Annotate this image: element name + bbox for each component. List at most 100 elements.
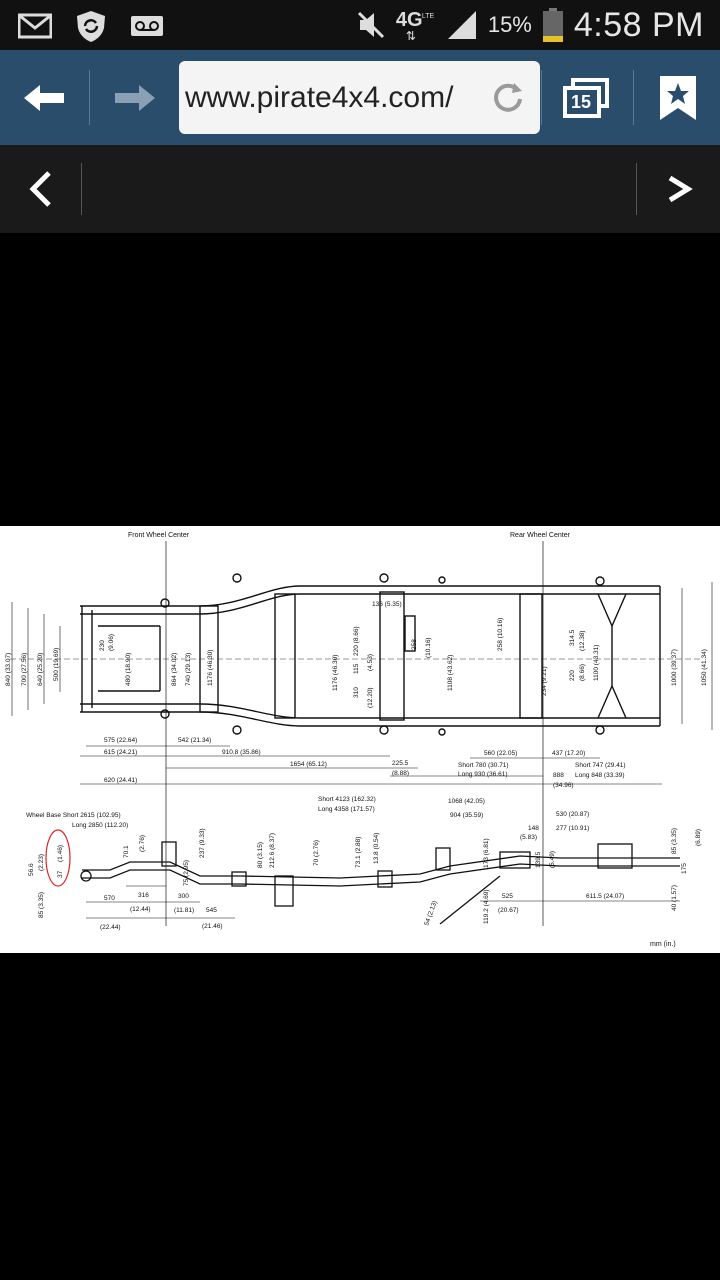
dimension-label: 234 (9.21) — [541, 666, 548, 696]
dimension-label: 300 — [178, 893, 189, 900]
dimension-label: 136 (5.35) — [372, 601, 402, 608]
tabs-icon: 15 — [561, 77, 611, 118]
dimension-label: 70 (2.76) — [313, 840, 320, 866]
dimension-label: (5.83) — [520, 834, 537, 841]
shield-sync-icon — [74, 9, 108, 43]
dimension-label: 115 — [353, 663, 360, 674]
bookmark-star-icon — [660, 75, 696, 120]
dimension-label: (1.46) — [57, 845, 64, 862]
dimension-label: Long 848 (33.39) — [575, 772, 625, 779]
next-button[interactable] — [656, 145, 702, 233]
dimension-label: 1176 (46.30) — [207, 650, 214, 686]
dimension-label: (22.44) — [100, 924, 121, 931]
dimension-label: 40 (1.57) — [671, 885, 678, 911]
dimension-label: 314.5 — [569, 629, 576, 646]
url-bar[interactable]: www.pirate4x4.com/ — [179, 61, 540, 134]
chevron-right-icon — [668, 175, 693, 203]
bookmark-button[interactable] — [650, 50, 706, 145]
dimension-label: (34.96) — [553, 782, 574, 789]
dimension-label: Long 930 (36.61) — [458, 771, 508, 778]
dimension-label: 611.5 (24.07) — [586, 893, 624, 900]
dimension-label: 542 (21.34) — [178, 737, 211, 744]
dimension-label: 237 (9.33) — [199, 828, 206, 858]
dimension-label: (2.76) — [139, 835, 146, 852]
dimension-label: 173 (6.81) — [483, 838, 490, 868]
mute-icon — [356, 10, 386, 40]
dimension-label: 1654 (65.12) — [290, 761, 327, 768]
dimension-label: 139.5 — [535, 851, 542, 868]
dimension-label: 220 — [569, 670, 576, 681]
dimension-label: 437 (17.20) — [552, 750, 585, 757]
dimension-label: 316 — [138, 892, 149, 899]
dimension-label: 500 (19.69) — [53, 648, 60, 681]
dimension-label: 54 (2.13) — [423, 900, 438, 927]
dimension-label: Short 780 (30.71) — [458, 762, 509, 769]
dimension-label: 80 (3.15) — [257, 842, 264, 868]
dimension-label: 888 — [553, 772, 564, 779]
dimension-label: 1068 (42.05) — [448, 798, 485, 805]
dimension-label: Wheel Base Short 2615 (102.95) — [26, 812, 121, 819]
dimension-label: Long 2850 (112.20) — [72, 822, 128, 829]
dimension-label: 225.5 — [392, 760, 409, 767]
dimension-label: 258 (10.16) — [497, 618, 504, 651]
chevron-left-icon — [29, 171, 51, 207]
frame-side-view — [80, 841, 680, 925]
dimension-label: 1050 (41.34) — [701, 649, 708, 686]
back-button[interactable] — [14, 50, 74, 145]
dimension-label: 85 (3.35) — [671, 828, 678, 854]
url-text: www.pirate4x4.com/ — [185, 81, 454, 114]
red-circle-annotation — [45, 829, 71, 887]
dimension-label: (8.88) — [392, 770, 409, 777]
dimension-label: 904 (35.59) — [450, 812, 483, 819]
dimension-label: 37 — [57, 870, 64, 878]
units-label: mm (in.) — [650, 941, 676, 948]
dimension-label: 1108 (43.62) — [447, 655, 454, 691]
dimension-label: 73.1 (2.88) — [355, 837, 362, 868]
dimension-label: (9.06) — [108, 634, 115, 651]
forward-button[interactable] — [105, 50, 165, 145]
dimension-label: 570 — [104, 895, 115, 902]
dimension-label: (8.66) — [579, 664, 586, 681]
dimension-label: 310 — [353, 687, 360, 698]
dimension-label: (10.16) — [425, 637, 432, 658]
dimension-label: 530 (20.87) — [556, 811, 589, 818]
status-bar: 4G LTE ⇅ 15% 4:58 PM — [0, 0, 720, 50]
clock: 4:58 PM — [573, 5, 704, 44]
dimension-label: 13.8 (0.54) — [373, 833, 380, 864]
voicemail-icon — [130, 15, 164, 37]
dimension-label: 220 (8.66) — [353, 626, 360, 656]
dimension-label: 545 — [206, 907, 217, 914]
battery-icon — [542, 7, 564, 43]
dimension-label: 480 (18.90) — [125, 653, 132, 686]
signal-icon — [446, 9, 478, 41]
dimension-label: Long 4358 (171.57) — [318, 806, 375, 813]
dimension-label: (11.81) — [174, 907, 194, 914]
battery-percent: 15% — [487, 12, 532, 37]
dimension-label: 575 (22.64) — [104, 737, 137, 744]
dimension-label: 1100 (43.31) — [593, 645, 600, 681]
dimension-label: 277 (10.91) — [556, 825, 589, 832]
dimension-label: 640 (25.20) — [37, 653, 44, 686]
dimension-label: Short 747 (29.41) — [575, 762, 626, 769]
dimension-label: 119.2 (4.69) — [483, 889, 490, 924]
frame-diagram-svg: Front Wheel Center Rear Wheel Center — [5, 532, 713, 948]
dimension-label: 864 (34.02) — [171, 653, 178, 686]
dimension-label: 740 (29.13) — [185, 653, 192, 686]
page-content: Front Wheel Center Rear Wheel Center — [0, 233, 720, 1280]
dimension-label: 56.6 — [28, 863, 35, 876]
reload-icon[interactable] — [490, 79, 526, 120]
dimension-label: 175 — [681, 863, 688, 874]
dimension-label: 1176 (46.30) — [332, 655, 339, 691]
dimension-label: 70.1 — [123, 845, 130, 858]
dimension-label: 910.8 (35.86) — [222, 749, 261, 756]
dimension-label: (4.53) — [367, 654, 374, 671]
tabs-button[interactable]: 15 — [556, 50, 616, 145]
dimension-label: (12.38) — [579, 630, 586, 651]
prev-button[interactable] — [18, 145, 64, 233]
page-nav-bar — [0, 145, 720, 233]
dimension-label: 615 (24.21) — [104, 749, 137, 756]
dimension-label: 85 (3.35) — [38, 892, 45, 918]
front-wheel-center-label: Front Wheel Center — [128, 532, 190, 539]
dimension-label: 148 — [528, 825, 539, 832]
dimension-label: Short 4123 (162.32) — [318, 796, 376, 803]
